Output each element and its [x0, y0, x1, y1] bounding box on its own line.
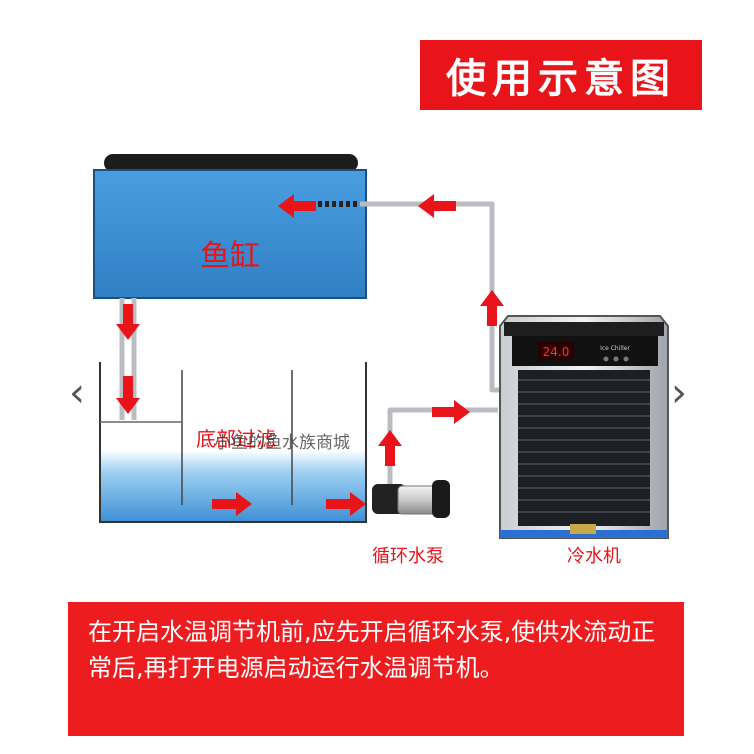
arrow-up-pump-out	[378, 430, 402, 466]
diagram-title: 使用示意图	[446, 56, 676, 102]
water-pump: 循环水泵	[372, 480, 450, 567]
arrow-right-to-chiller	[432, 400, 470, 424]
prev-arrow-icon[interactable]: ‹	[69, 370, 85, 416]
instruction-text: 在开启水温调节机前,应先开启循环水泵,使供水流动正常后,再打开电源启动运行水温调…	[88, 618, 656, 682]
aquarium-diagram: 鱼缸 底部过滤 小鱼的鱼水族商城 循环水泵 24.0 Ice Chiller	[93, 154, 669, 567]
arrow-right-sump-2	[326, 492, 366, 516]
arrow-up-return	[480, 290, 504, 326]
chiller-unit: 24.0 Ice Chiller 冷水机	[499, 315, 669, 567]
arrow-down-overflow-1	[116, 304, 140, 340]
tank-label: 鱼缸	[200, 239, 260, 274]
flow-arrows	[116, 194, 504, 516]
arrow-left-into-tank	[278, 194, 316, 218]
sump-filter: 底部过滤 小鱼的鱼水族商城	[99, 362, 367, 523]
fish-tank: 鱼缸	[93, 154, 367, 299]
arrow-down-overflow-2	[116, 376, 140, 414]
instruction-note: 在开启水温调节机前,应先开启循环水泵,使供水流动正常后,再打开电源启动运行水温调…	[68, 602, 684, 736]
title-banner: 使用示意图	[420, 40, 702, 110]
chiller-label: 冷水机	[567, 546, 621, 567]
arrow-left-top-pipe	[418, 194, 456, 218]
arrow-right-sump-1	[212, 492, 252, 516]
watermark-text: 小鱼的鱼水族商城	[214, 433, 350, 453]
next-arrow-icon[interactable]: ›	[671, 370, 687, 416]
filter-label: 底部过滤	[196, 427, 276, 451]
chiller-display: 24.0	[543, 345, 570, 359]
chiller-brand: Ice Chiller	[600, 345, 630, 352]
pump-label: 循环水泵	[372, 546, 444, 567]
